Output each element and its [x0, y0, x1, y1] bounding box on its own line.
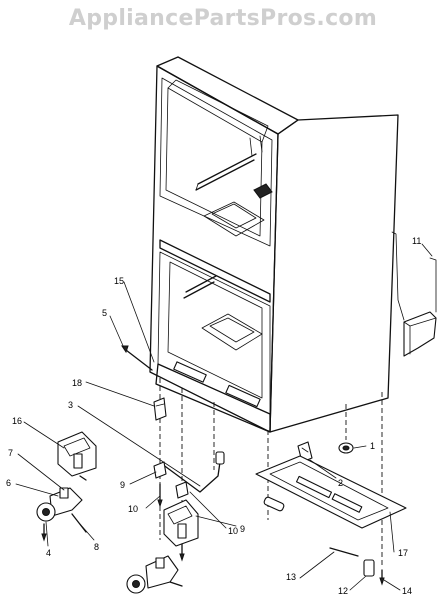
callout-2: 2 [338, 478, 343, 488]
callout-12: 12 [338, 586, 348, 596]
caster-bottom [126, 555, 183, 594]
callout-6: 6 [6, 478, 11, 488]
callout-17: 17 [398, 548, 408, 558]
callout-1: 1 [370, 441, 375, 451]
callout-8: 8 [94, 542, 99, 552]
part-17-base-plate [255, 455, 407, 529]
part-1-leveling-leg [338, 442, 354, 454]
part-16-hinge-bracket [57, 431, 97, 477]
callout-4: 4 [46, 548, 51, 558]
part-3-rod [161, 451, 225, 493]
part-9-block [153, 461, 167, 479]
part-10-caster-center [163, 499, 199, 562]
callout-10-left: 10 [128, 504, 138, 514]
callout-15: 15 [114, 276, 124, 286]
leader-lines [15, 243, 433, 591]
callout-14: 14 [402, 586, 412, 596]
callout-16: 16 [12, 416, 22, 426]
callout-3: 3 [68, 400, 73, 410]
part-18-bracket [153, 397, 167, 421]
callout-11: 11 [412, 236, 421, 246]
part-10-pin [157, 481, 189, 508]
callout-5: 5 [102, 308, 107, 318]
part-12-13-roller-assembly [329, 547, 385, 586]
callout-13: 13 [286, 572, 296, 582]
callout-7: 7 [8, 448, 13, 458]
callout-9-right: 9 [240, 524, 245, 534]
part-9-spacer [263, 496, 285, 512]
part-5-screw [121, 345, 153, 371]
callout-10-right: 10 [228, 526, 238, 536]
callout-9-left: 9 [120, 480, 125, 490]
part-4-caster-left [36, 475, 87, 542]
part-11-side-trim [391, 231, 437, 357]
watermark: AppliancePartsPros.com [68, 6, 378, 31]
callout-labels: 1 2 3 4 5 6 7 8 9 9 10 10 11 12 13 14 15… [6, 236, 421, 596]
cabinet [149, 56, 399, 568]
callout-18: 18 [72, 378, 82, 388]
